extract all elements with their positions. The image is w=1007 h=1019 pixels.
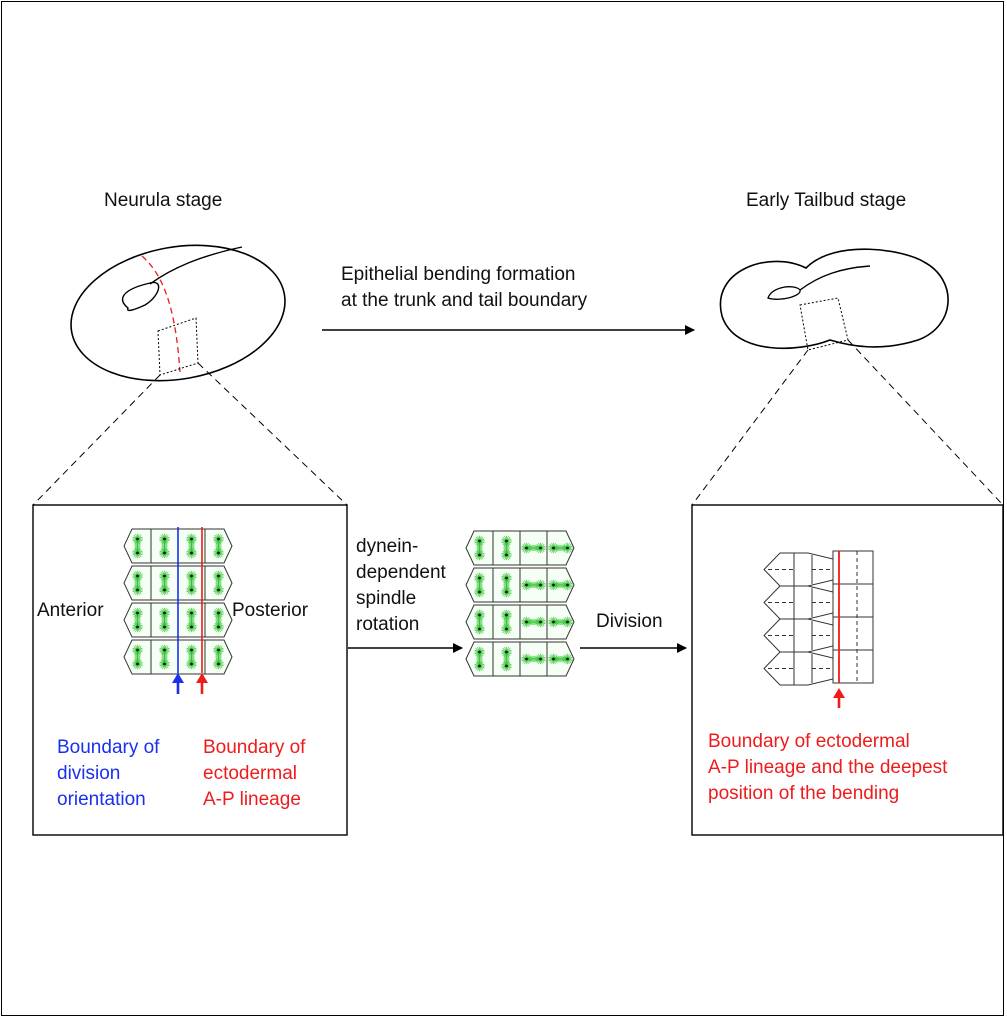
right-cell-sheet	[763, 550, 874, 686]
rotation-label-line2: dependent	[356, 562, 447, 583]
right-caption-line2: A-P lineage and the deepest	[708, 757, 948, 778]
red-caption-line2: ectodermal	[203, 763, 297, 784]
neurula-boundary-line	[141, 255, 181, 373]
red-boundary-arrow	[196, 673, 208, 694]
top-arrow-label-line2: at the trunk and tail boundary	[341, 290, 588, 311]
neurula-embryo	[70, 244, 286, 382]
blue-caption-line1: Boundary of	[57, 737, 160, 758]
rotation-label-line3: spindle	[356, 588, 416, 609]
red-caption-line1: Boundary of	[203, 737, 306, 758]
blue-caption-line2: division	[57, 763, 120, 784]
middle-cell-sheet	[465, 530, 575, 677]
left-panel	[32, 504, 348, 836]
right-panel	[691, 504, 1004, 836]
top-arrow-label-line1: Epithelial bending formation	[341, 264, 576, 285]
posterior-label: Posterior	[232, 600, 309, 621]
right-caption-line1: Boundary of ectodermal	[708, 731, 910, 752]
blue-boundary-arrow	[172, 673, 184, 694]
rotation-label-line1: dynein-	[356, 536, 418, 557]
rotation-label-line4: rotation	[356, 614, 419, 635]
neurula-stage-title: Neurula stage	[104, 190, 222, 211]
right-caption-line3: position of the bending	[708, 783, 899, 804]
division-label: Division	[596, 611, 663, 632]
tailbud-embryo	[719, 248, 949, 350]
zoom-lines	[32, 339, 1004, 506]
red-caption-line3: A-P lineage	[203, 789, 301, 810]
bending-boundary-arrow	[833, 688, 845, 708]
blue-caption-line3: orientation	[57, 789, 146, 810]
anterior-label: Anterior	[37, 600, 104, 621]
tailbud-stage-title: Early Tailbud stage	[746, 190, 906, 211]
neurula-zoom-region	[157, 317, 199, 376]
